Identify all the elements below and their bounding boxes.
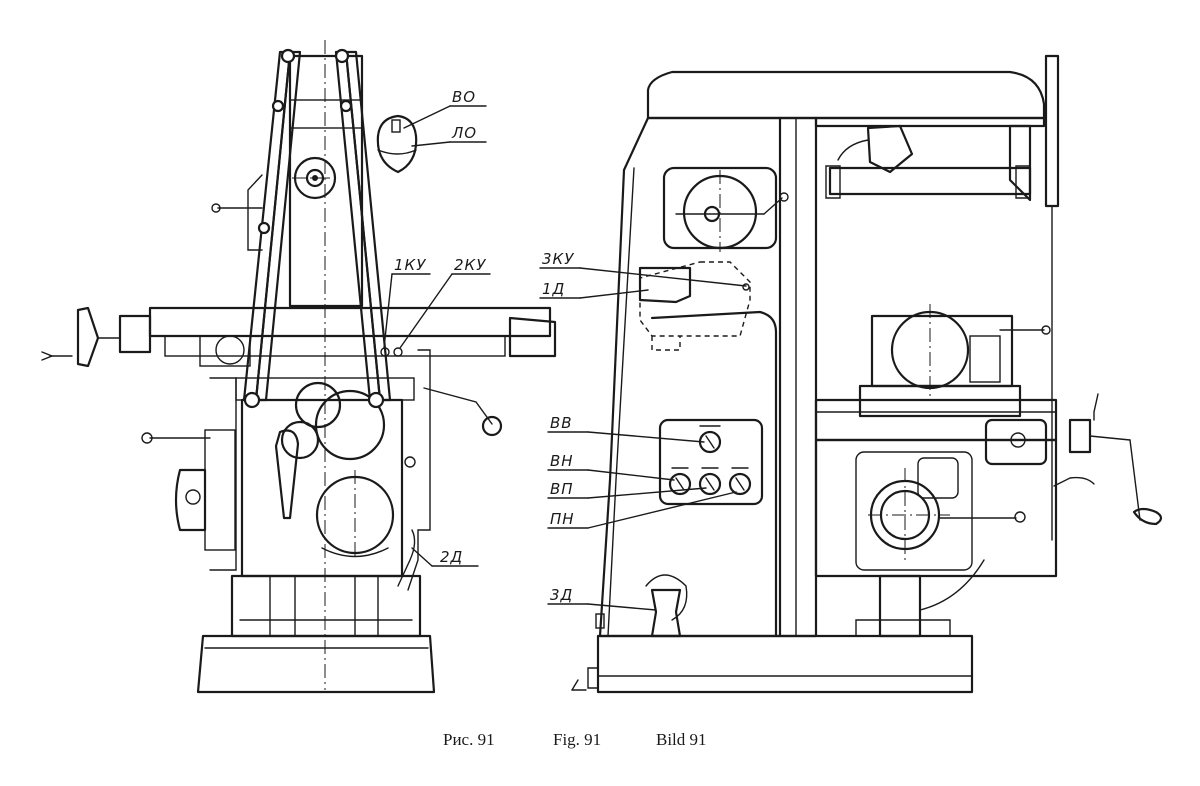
front-table: [148, 306, 552, 338]
label-2d: 2Д: [440, 548, 463, 566]
labels: ВО ЛО 1КУ 2КУ 2Д 3КУ 1Д ВВ ВН ВП ПН 3Д: [394, 88, 575, 604]
label-pn: ПН: [550, 510, 575, 528]
label-3ku: 3КУ: [542, 250, 574, 268]
leader-lines: [383, 105, 747, 611]
label-lo: ЛО: [451, 124, 477, 142]
side-knee: [814, 438, 1058, 578]
side-view: [571, 54, 1163, 694]
switch-vp: [698, 472, 722, 496]
caption-en: Fig. 91: [553, 730, 601, 749]
side-crank-box: [984, 418, 1048, 466]
side-arbor-support: [1044, 54, 1060, 208]
label-vn: ВН: [550, 452, 574, 470]
switch-panel: [658, 418, 764, 506]
side-motor-dashed: [639, 261, 751, 337]
side-column: [646, 70, 1046, 120]
figure-caption: Рис. 91 Fig. 91 Bild 91: [443, 730, 707, 749]
side-base: [596, 634, 974, 694]
side-overarm: [814, 116, 1046, 128]
label-vo: ВО: [452, 88, 476, 106]
side-pump: [650, 588, 682, 638]
front-lamp: [376, 114, 418, 174]
label-vp: ВП: [550, 480, 574, 498]
front-view: [41, 40, 557, 694]
caption-ru: Рис. 91: [443, 730, 495, 749]
front-column: [288, 54, 364, 308]
front-gear-large: [314, 389, 386, 461]
label-1ku: 1КУ: [394, 256, 426, 274]
label-2ku: 2КУ: [454, 256, 486, 274]
caption-de: Bild 91: [656, 730, 707, 749]
label-vv: ВВ: [550, 414, 573, 432]
label-1d: 1Д: [542, 280, 565, 298]
switch-pn: [728, 472, 752, 496]
front-pedestal: [230, 574, 422, 638]
front-base: [196, 634, 436, 694]
side-lamp: [866, 124, 914, 174]
label-3d: 3Д: [550, 586, 573, 604]
switch-vn: [668, 472, 692, 496]
front-handwheel: [76, 306, 100, 368]
